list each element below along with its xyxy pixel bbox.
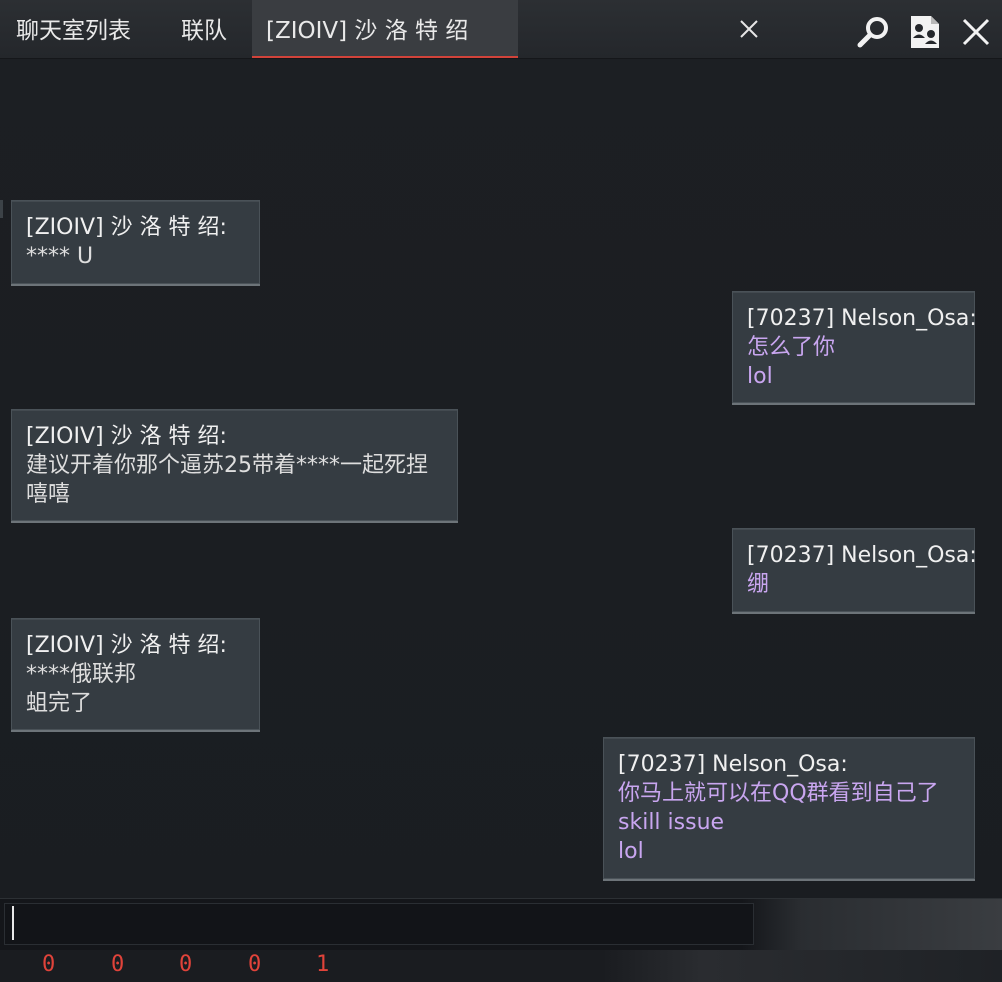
chat-message-outgoing: [70237] Nelson_Osa: 怎么了你 lol — [732, 291, 977, 403]
message-sender: [ZIOIV] 沙 洛 特 绍: — [26, 633, 227, 658]
counter-value: 0 — [111, 952, 125, 977]
tab-chatroom-list[interactable]: 聊天室列表 — [16, 18, 131, 44]
counter-value: 0 — [179, 952, 193, 977]
message-text: 你马上就可以在QQ群看到自己了 — [618, 781, 939, 806]
tab-private-chat[interactable]: [ZIOIV] 沙 洛 特 绍 — [252, 0, 758, 58]
message-text: 绷 — [747, 572, 770, 597]
message-sender: [ZIOIV] 沙 洛 特 绍: — [26, 424, 227, 449]
hud-counters: 0 0 0 0 1 — [0, 950, 1002, 982]
message-input-bar — [0, 898, 1002, 951]
message-text: **** U — [26, 244, 94, 269]
counter-value: 1 — [316, 952, 330, 977]
message-text: lol — [618, 839, 644, 864]
text-caret — [12, 906, 14, 940]
message-text: skill issue — [618, 810, 725, 835]
message-text: 蛆完了 — [26, 691, 93, 716]
tab-private-chat-label: [ZIOIV] 沙 洛 特 绍 — [266, 18, 469, 44]
message-sender: [70237] Nelson_Osa: — [747, 543, 977, 568]
search-icon[interactable] — [856, 14, 892, 50]
message-sender: [70237] Nelson_Osa: — [618, 752, 848, 777]
chat-message-incoming: [ZIOIV] 沙 洛 特 绍: **** U — [11, 200, 260, 284]
chat-message-incoming: [ZIOIV] 沙 洛 特 绍: ****俄联邦 蛆完了 — [11, 618, 260, 730]
message-text: 建议开着你那个逼苏25带着****一起死捏 — [26, 453, 428, 478]
message-sender: [70237] Nelson_Osa: — [747, 306, 977, 331]
tab-bar: 聊天室列表 联队 [ZIOIV] 沙 洛 特 绍 — [0, 0, 1002, 59]
tab-squadron[interactable]: 联队 — [181, 18, 227, 44]
close-icon[interactable] — [958, 14, 994, 50]
chat-input[interactable] — [4, 903, 754, 945]
members-list-icon[interactable] — [907, 14, 943, 50]
chat-message-outgoing: [70237] Nelson_Osa: 你马上就可以在QQ群看到自己了 skil… — [603, 737, 975, 879]
message-sender: [ZIOIV] 沙 洛 特 绍: — [26, 215, 227, 240]
chat-message-outgoing: [70237] Nelson_Osa: 绷 — [732, 528, 977, 612]
tab-close-icon[interactable] — [738, 18, 760, 40]
chat-message-incoming: [ZIOIV] 沙 洛 特 绍: 建议开着你那个逼苏25带着****一起死捏 嘻… — [11, 409, 458, 521]
message-text: 嘻嘻 — [26, 482, 71, 507]
counter-value: 0 — [42, 952, 56, 977]
scroll-marker — [0, 200, 3, 218]
message-text: 怎么了你 — [747, 335, 836, 360]
message-text: lol — [747, 364, 773, 389]
message-text: ****俄联邦 — [26, 662, 137, 687]
counter-value: 0 — [248, 952, 262, 977]
